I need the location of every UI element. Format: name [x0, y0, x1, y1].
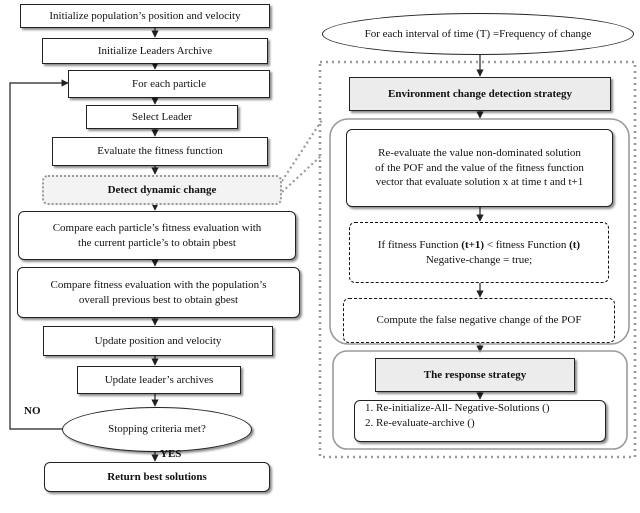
response-actions-box: 1. Re-initialize-All- Negative-Solutions… [354, 400, 606, 442]
interval-ellipse: For each interval of time (T) =Frequency… [322, 13, 634, 55]
init-leaders-box: Initialize Leaders Archive [42, 38, 268, 64]
env-change-detection-label: Environment change detection strategy [387, 87, 573, 100]
compare-gbest-box: Compare fitness evaluation with the popu… [17, 267, 300, 318]
detect-dynamic-change-label: Detect dynamic change [107, 183, 217, 196]
response-item-1: 1. Re-initialize-All- Negative-Solutions… [365, 402, 550, 414]
update-archives-box: Update leader’s archives [77, 366, 241, 394]
init-position-velocity-label: Initialize population’s position and vel… [49, 9, 241, 22]
evaluate-fitness-box: Evaluate the fitness function [52, 137, 268, 166]
response-strategy-label: The response strategy [423, 368, 527, 381]
evaluate-fitness-label: Evaluate the fitness function [97, 145, 223, 158]
detect-link [281, 119, 323, 193]
condition-mid: < fitness Function [484, 238, 570, 251]
detect-dynamic-change-box: Detect dynamic change [42, 175, 282, 205]
update-position-velocity-box: Update position and velocity [43, 326, 273, 356]
reevaluate-label: Re-evaluate the value non-dominated solu… [375, 146, 584, 189]
init-leaders-label: Initialize Leaders Archive [97, 44, 213, 57]
response-strategy-box: The response strategy [375, 358, 575, 392]
compare-gbest-label: Compare fitness evaluation with the popu… [50, 278, 267, 306]
reevaluate-box: Re-evaluate the value non-dominated solu… [346, 129, 613, 207]
condition-t: (t) [569, 238, 581, 251]
negative-change-condition-box: If fitness Function (t+1) < fitness Func… [349, 222, 609, 283]
stopping-criteria-label: Stopping criteria met? [108, 423, 206, 436]
detection-group-frame [329, 118, 630, 345]
select-leader-box: Select Leader [86, 105, 238, 129]
update-position-velocity-label: Update position and velocity [94, 334, 222, 347]
right-panel-frame [318, 60, 637, 459]
interval-label: For each interval of time (T) =Frequency… [364, 27, 592, 40]
compare-pbest-box: Compare each particle’s fitness evaluati… [18, 211, 296, 260]
false-negative-label: Compute the false negative change of the… [376, 314, 582, 327]
condition-line-2: Negative-change = true; [425, 253, 533, 266]
condition-line-1: If fitness Function (t+1) < fitness Func… [378, 238, 580, 253]
select-leader-label: Select Leader [131, 110, 193, 123]
for-each-particle-box: For each particle [68, 70, 270, 98]
for-each-particle-label: For each particle [132, 77, 206, 90]
response-item-2: 2. Re-evaluate-archive () [365, 416, 475, 429]
condition-t-plus-1: (t+1) [461, 238, 485, 251]
env-change-detection-box: Environment change detection strategy [349, 77, 611, 111]
condition-prefix: If fitness Function [377, 238, 462, 251]
update-archives-label: Update leader’s archives [104, 373, 214, 386]
return-best-solutions-box: Return best solutions [44, 462, 270, 492]
stopping-criteria-decision: Stopping criteria met? [62, 407, 252, 452]
compare-pbest-label: Compare each particle’s fitness evaluati… [52, 221, 262, 249]
init-position-velocity-box: Initialize population’s position and vel… [20, 4, 270, 28]
yes-branch-label: YES [160, 448, 182, 460]
no-branch-label: NO [24, 405, 41, 417]
response-group-frame [332, 350, 628, 450]
return-best-solutions-label: Return best solutions [107, 470, 207, 483]
false-negative-box: Compute the false negative change of the… [343, 298, 615, 343]
left-flow-arrows [9, 28, 159, 462]
